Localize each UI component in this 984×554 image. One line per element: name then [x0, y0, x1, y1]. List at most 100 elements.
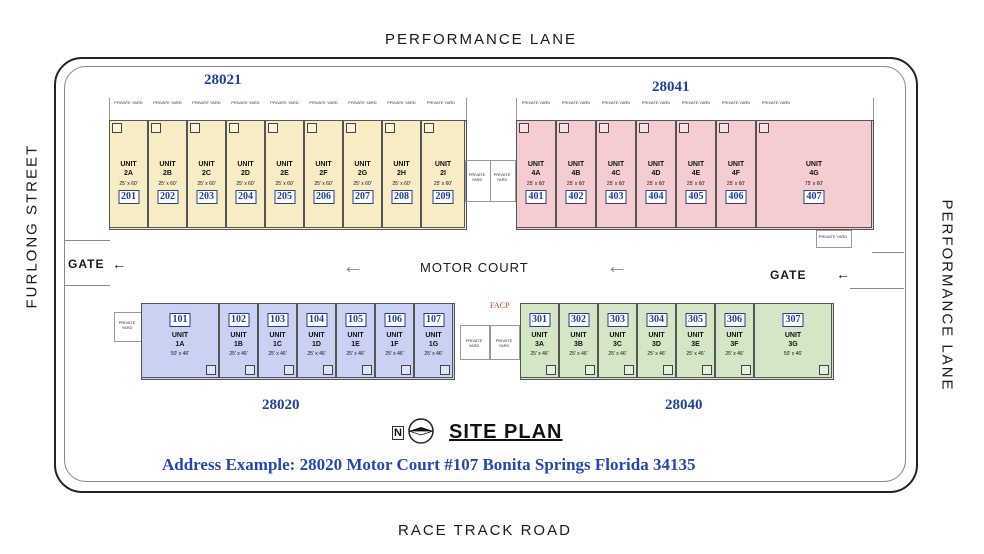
- unit-code: 3C: [613, 341, 622, 348]
- private-yard-center-bottom-right: [490, 325, 520, 360]
- unit-title: UNIT: [308, 332, 325, 339]
- private-yard-label: PRIVATE YARD: [114, 100, 143, 105]
- unit-dimensions: 75' x 60': [804, 181, 824, 187]
- private-yards-top-right: [516, 98, 874, 120]
- unit-number-label: 106: [384, 313, 405, 327]
- unit-code: 1F: [390, 341, 399, 348]
- private-yard-label-left-bottom: PRIVATE YARD: [118, 320, 136, 330]
- building-number-28040: 28040: [665, 397, 703, 413]
- site-plan-title: SITE PLAN: [449, 421, 563, 443]
- unit-door-marker: [585, 365, 595, 375]
- unit-number-label: 405: [685, 190, 707, 204]
- unit-number-label: 302: [568, 313, 589, 327]
- unit-door-marker: [401, 365, 411, 375]
- unit-number-label: 301: [529, 313, 550, 327]
- unit-number-label: 307: [782, 313, 804, 327]
- unit-dimensions: 25' x 60': [158, 181, 177, 187]
- unit-title: UNIT: [805, 161, 823, 168]
- unit-dimensions: 25' x 46': [725, 351, 744, 357]
- unit-title: UNIT: [354, 161, 371, 168]
- private-yard-label: PRIVATE YARD: [601, 100, 631, 105]
- unit-code: 4D: [651, 170, 661, 177]
- private-yard-label: PRIVATE YARD: [721, 100, 751, 105]
- unit-title: UNIT: [120, 161, 137, 168]
- unit-number-label: 105: [345, 313, 366, 327]
- unit-title: UNIT: [647, 161, 665, 168]
- unit-title: UNIT: [276, 161, 293, 168]
- unit-door-marker: [559, 123, 569, 133]
- unit-title: UNIT: [527, 161, 545, 168]
- unit-number-label: 402: [565, 190, 587, 204]
- private-yard-label: PRIVATE YARD: [426, 100, 456, 105]
- unit-dimensions: 25' x 60': [197, 181, 216, 187]
- unit-dimensions: 25' x 46': [229, 351, 248, 357]
- unit-dimensions: 50' x 46': [783, 351, 803, 357]
- unit-number-label: 203: [196, 190, 217, 204]
- unit-dimensions: 25' x 60': [392, 181, 411, 187]
- unit-door-marker: [151, 123, 161, 133]
- street-label-top: PERFORMANCE LANE: [385, 31, 578, 48]
- road-edge-left: [64, 240, 110, 241]
- unit-title: UNIT: [570, 332, 587, 339]
- unit-number-label: 403: [605, 190, 627, 204]
- unit-307[interactable]: UNIT 3G 50' x 46' 307: [754, 303, 832, 378]
- unit-dimensions: 25' x 60': [646, 181, 666, 187]
- unit-number-label: 407: [803, 190, 825, 204]
- unit-door-marker: [346, 123, 356, 133]
- unit-number-label: 103: [267, 313, 288, 327]
- unit-code: 2H: [397, 170, 406, 177]
- private-yard-label-center-top-left: PRIVATE YARD: [468, 172, 486, 182]
- unit-door-marker: [245, 365, 255, 375]
- unit-code: 3G: [788, 341, 798, 348]
- motor-court-arrow-right-icon: ←: [606, 253, 628, 278]
- unit-dimensions: 25' x 60': [526, 181, 546, 187]
- unit-door-marker: [741, 365, 751, 375]
- unit-title: UNIT: [726, 332, 743, 339]
- private-yard-label: PRIVATE YARD: [561, 100, 591, 105]
- unit-door-marker: [663, 365, 673, 375]
- unit-door-marker: [679, 123, 689, 133]
- unit-number-label: 304: [646, 313, 667, 327]
- unit-title: UNIT: [784, 332, 802, 339]
- unit-dimensions: 25' x 60': [686, 181, 706, 187]
- unit-title: UNIT: [609, 332, 626, 339]
- unit-dimensions: 25' x 60': [726, 181, 746, 187]
- unit-code: 2I: [440, 170, 446, 177]
- unit-dimensions: 25' x 46': [647, 351, 666, 357]
- private-yard-center-top-right: [490, 160, 516, 202]
- road-edge-right-lower: [850, 288, 904, 289]
- unit-dimensions: 25' x 60': [433, 181, 453, 187]
- unit-title: UNIT: [531, 332, 548, 339]
- unit-door-marker: [385, 123, 395, 133]
- unit-title: UNIT: [230, 332, 247, 339]
